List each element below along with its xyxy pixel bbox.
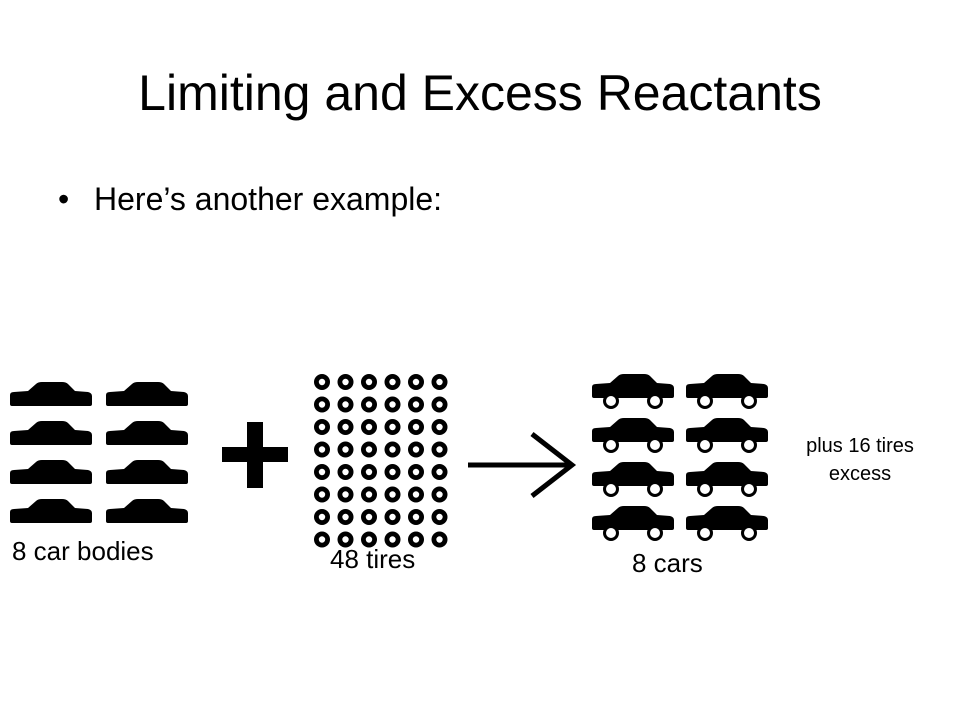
tire-icon — [314, 441, 330, 458]
tire-icon — [384, 509, 401, 525]
tire-icon — [431, 531, 448, 548]
car-icon — [590, 372, 676, 409]
cars-group — [590, 372, 770, 541]
tire-icon — [337, 441, 354, 458]
tire-icon — [361, 464, 377, 480]
tire-icon — [431, 464, 448, 480]
tire-icon — [408, 396, 424, 413]
car-bodies-label: 8 car bodies — [12, 536, 154, 566]
plus-icon — [222, 422, 288, 488]
tires-group — [314, 374, 448, 548]
slide-title: Limiting and Excess Reactants — [138, 65, 822, 121]
car-body-icon — [106, 499, 188, 523]
car-icon — [684, 416, 770, 453]
tire-icon — [408, 441, 424, 458]
tire-icon — [361, 509, 377, 525]
tire-icon — [431, 396, 448, 413]
tire-icon — [431, 509, 448, 525]
car-body-icon — [10, 499, 92, 523]
car-bodies-group — [10, 382, 188, 523]
tire-icon — [408, 419, 424, 435]
arrow-right-icon — [468, 432, 577, 498]
tire-icon — [361, 486, 377, 503]
tire-icon — [384, 464, 401, 480]
reaction-diagram: 8 car bodies 48 tires 8 cars plus 16 ti — [0, 360, 960, 590]
tire-icon — [431, 486, 448, 503]
bullet-list: • Here’s another example: — [58, 176, 442, 222]
tire-icon — [408, 374, 424, 390]
tire-icon — [431, 441, 448, 458]
car-icon — [684, 372, 770, 409]
tire-icon — [408, 486, 424, 503]
tire-icon — [384, 419, 401, 435]
tire-icon — [337, 419, 354, 435]
tire-icon — [361, 374, 377, 390]
tire-icon — [337, 486, 354, 503]
tire-icon — [337, 374, 354, 390]
bullet-item: • Here’s another example: — [58, 176, 442, 222]
tire-icon — [337, 509, 354, 525]
tire-icon — [314, 374, 330, 390]
car-icon — [590, 460, 676, 497]
tires-label: 48 tires — [330, 544, 415, 574]
car-icon — [684, 460, 770, 497]
car-body-icon — [10, 382, 92, 406]
bullet-marker: • — [58, 181, 70, 217]
tire-icon — [408, 464, 424, 480]
tire-icon — [314, 419, 330, 435]
tire-icon — [314, 464, 330, 480]
tire-icon — [337, 396, 354, 413]
tire-icon — [431, 374, 448, 390]
car-body-icon — [10, 421, 92, 445]
tire-icon — [314, 486, 330, 503]
excess-note-line-2: excess — [829, 463, 891, 485]
car-body-icon — [10, 460, 92, 484]
tire-icon — [384, 486, 401, 503]
bullet-text: Here’s another example: — [94, 181, 443, 217]
tire-icon — [314, 509, 330, 525]
tire-icon — [361, 441, 377, 458]
car-body-icon — [106, 421, 188, 445]
tire-icon — [408, 509, 424, 525]
tire-icon — [384, 396, 401, 413]
tire-icon — [384, 441, 401, 458]
tire-icon — [384, 374, 401, 390]
tire-icon — [314, 531, 330, 548]
car-icon — [684, 504, 770, 541]
car-icon — [590, 504, 676, 541]
car-icon — [590, 416, 676, 453]
tire-icon — [314, 396, 330, 413]
car-body-icon — [106, 460, 188, 484]
tire-icon — [337, 464, 354, 480]
car-body-icon — [106, 382, 188, 406]
cars-label: 8 cars — [632, 548, 703, 578]
tire-icon — [361, 396, 377, 413]
tire-icon — [361, 419, 377, 435]
reaction-diagram-svg: 8 car bodies 48 tires 8 cars plus 16 ti — [10, 372, 914, 578]
excess-note-line-1: plus 16 tires — [806, 435, 914, 457]
tire-icon — [431, 419, 448, 435]
